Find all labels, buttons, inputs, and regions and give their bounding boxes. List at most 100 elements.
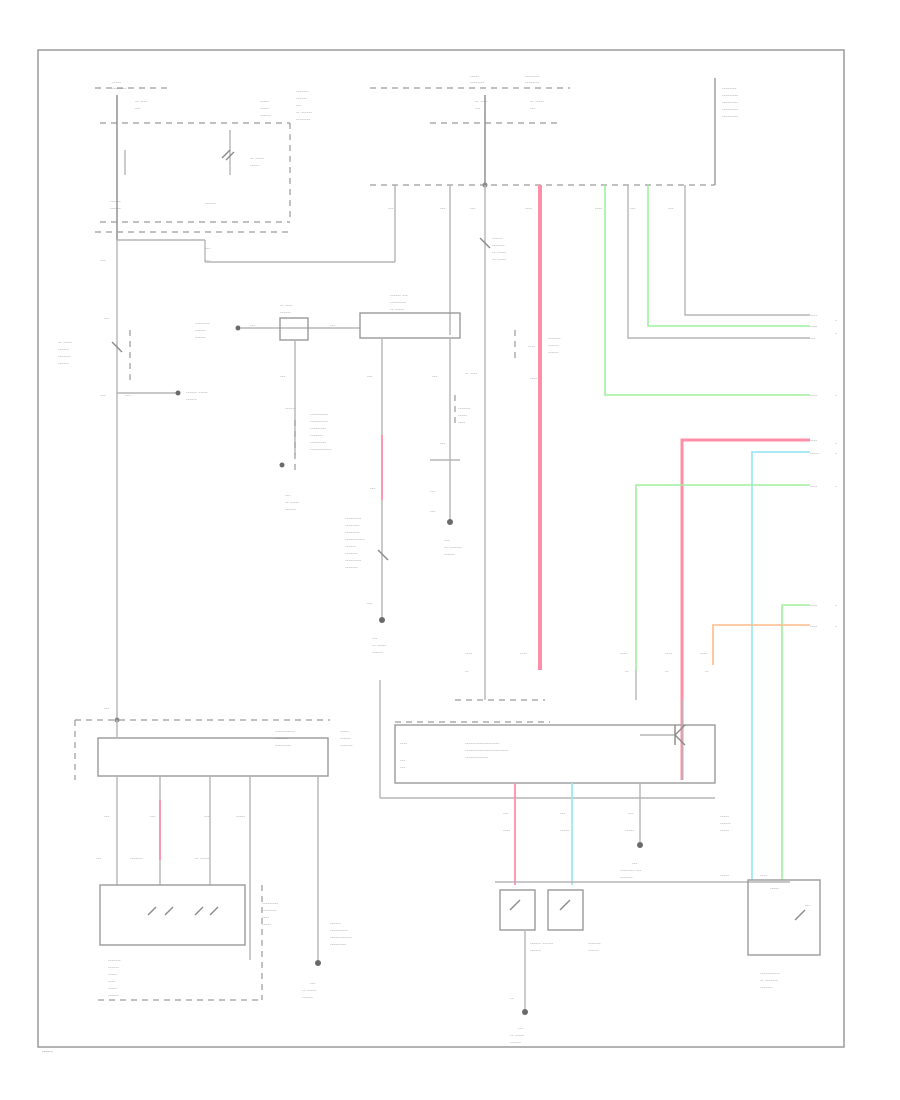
svg-text:-: - [835, 393, 837, 399]
diagram-frame [37, 49, 845, 1048]
svg-text:------: ------ [530, 948, 541, 954]
svg-text:--------: -------- [525, 80, 540, 86]
wire-lightblue-right [751, 451, 810, 880]
svg-text:-- ----: -- ---- [135, 99, 148, 105]
svg-text:-------: ------- [58, 354, 71, 360]
svg-text:----: ---- [528, 344, 535, 350]
svg-text:---------: --------- [310, 440, 326, 446]
svg-text:-------------------: ------------------- [465, 741, 499, 747]
svg-text:-- -----: -- ----- [492, 257, 506, 263]
svg-text:---: --- [470, 206, 476, 212]
wire-orange [712, 624, 810, 665]
svg-text:------: ------ [372, 650, 383, 656]
svg-text:-----: ----- [236, 814, 245, 820]
svg-text:---: --- [668, 206, 674, 212]
svg-text:------: ------ [110, 199, 121, 205]
svg-text:------: ------ [492, 236, 503, 242]
svg-text:------: ------ [280, 310, 291, 316]
wire-green-lower [781, 604, 810, 880]
svg-text:--------: -------- [112, 86, 127, 92]
svg-text:-------: ------- [275, 736, 288, 742]
svg-text:---------: --------- [330, 942, 346, 948]
svg-text:----------: ---------- [310, 412, 328, 418]
svg-text:------: ------ [195, 335, 206, 341]
svg-text:-----: ----- [262, 922, 271, 928]
svg-text:-------: ------- [296, 89, 309, 95]
svg-text:-----: ----- [250, 163, 259, 169]
top-module-block: ----- -------- -------- -------- -- ----… [370, 74, 738, 188]
svg-text:---------: --------- [345, 516, 361, 522]
svg-text:--: -- [625, 669, 629, 675]
svg-text:-----------: ----------- [345, 537, 365, 543]
svg-text:----: ---- [810, 438, 817, 444]
svg-text:-------: ------- [458, 406, 471, 412]
svg-text:------: ------ [285, 406, 296, 412]
svg-text:----: ---- [810, 324, 817, 330]
svg-text:----: ---- [458, 420, 465, 426]
svg-text:--------: -------- [262, 908, 277, 914]
svg-text:---: --- [100, 393, 106, 399]
svg-text:-: - [835, 603, 837, 609]
svg-text:---------: --------- [275, 743, 291, 749]
svg-text:---------: --------- [390, 300, 406, 306]
svg-text:-------: ------- [620, 875, 633, 881]
svg-text:---: --- [250, 323, 256, 329]
svg-text:----: ---- [400, 741, 407, 747]
svg-text:---: --- [518, 1026, 524, 1032]
svg-text:-----: ----- [720, 873, 729, 879]
svg-text:------------: ------------ [310, 447, 332, 453]
bottom-left-section: --- ----------- ------- --------- --- --… [74, 706, 352, 1001]
svg-text:----: ---- [620, 651, 627, 657]
svg-text:-----: ----- [340, 729, 349, 735]
svg-text:-------: ------- [588, 941, 601, 947]
svg-text:-- -------: -- ------- [760, 978, 778, 984]
svg-text:---: --- [367, 601, 373, 607]
svg-text:-- -----: -- ----- [302, 988, 316, 994]
svg-text:-------: ------- [760, 985, 773, 991]
svg-text:-----: ----- [112, 80, 121, 86]
svg-text:----: ---- [520, 651, 527, 657]
svg-text:-----: ----- [260, 106, 269, 112]
svg-text:----: ---- [810, 603, 817, 609]
svg-text:---: --- [628, 811, 634, 817]
module-connectors: ---- ---- ---- ---- ---- -- -- -- -- [455, 650, 709, 701]
wire-green-1 [604, 185, 810, 396]
svg-text:-------: ------- [345, 565, 358, 571]
svg-text:---: --- [810, 336, 816, 342]
svg-text:----: ---- [810, 393, 817, 399]
svg-text:-- -----: -- ----- [58, 340, 72, 346]
svg-text:-: - [835, 441, 837, 447]
svg-text:---------: --------- [722, 107, 738, 113]
svg-text:---: --- [630, 206, 636, 212]
control-module: ----- ------ ------- -------------------… [340, 680, 731, 834]
svg-text:---: --- [296, 103, 302, 109]
svg-text:--: -- [705, 669, 709, 675]
svg-text:---: --- [388, 206, 394, 212]
svg-text:--: -- [465, 669, 469, 675]
svg-text:-----: ----- [770, 886, 779, 892]
svg-text:------: ------ [58, 347, 69, 353]
svg-text:----------: ---------- [330, 928, 348, 934]
svg-text:------------: ------------ [330, 935, 352, 941]
svg-text:-------: ------- [548, 336, 561, 342]
svg-text:-----: ----- [260, 99, 269, 105]
svg-text:---: --- [400, 765, 406, 771]
svg-text:------ ------: ------ ------ [530, 941, 553, 947]
svg-text:--------: -------- [345, 530, 360, 536]
svg-text:------: ------ [108, 965, 119, 971]
svg-text:------: ------ [186, 397, 197, 403]
svg-text:--------: -------- [470, 80, 485, 86]
svg-text:----: ---- [595, 206, 602, 212]
relay-center-right: ---- ------- ------ ------ ---- [514, 330, 561, 382]
svg-text:---: --- [104, 814, 110, 820]
svg-text:---: --- [432, 374, 438, 380]
svg-text:----: ---- [760, 873, 767, 879]
svg-text:---: --- [444, 538, 450, 544]
svg-text:-------: ------- [345, 551, 358, 557]
svg-text:---: --- [125, 393, 131, 399]
svg-text:------: ------ [330, 921, 341, 927]
svg-text:-----: ----- [458, 413, 467, 419]
svg-text:---------: --------- [345, 558, 361, 564]
svg-text:-------: ------- [492, 243, 505, 249]
